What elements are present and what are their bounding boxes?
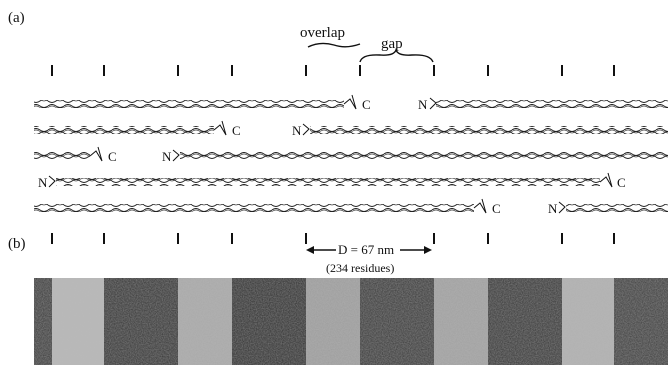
residues-label: (234 residues) — [326, 261, 394, 275]
molecule-row5a — [34, 204, 474, 212]
gap-brace — [359, 47, 434, 63]
c-terminus-label: C — [232, 123, 241, 138]
overlap-label: overlap — [300, 25, 345, 41]
n-terminus-label: N — [548, 201, 558, 216]
period-arrow — [306, 246, 432, 254]
n-end-tip — [302, 123, 310, 136]
molecule-row2b — [310, 126, 668, 134]
n-end-tip — [558, 201, 566, 214]
molecule-row1b — [436, 100, 668, 108]
molecule-row1a — [34, 100, 344, 108]
top-ticks — [51, 65, 615, 76]
c-end-tip — [473, 198, 487, 214]
n-terminus-label: N — [38, 175, 48, 190]
n-terminus-label: N — [162, 149, 172, 164]
molecule-row3b — [180, 152, 668, 160]
n-end-tip — [48, 175, 56, 188]
n-terminus-label: N — [292, 123, 302, 138]
c-terminus-label: C — [492, 201, 501, 216]
n-terminus-label: N — [418, 97, 428, 112]
panel-a-label: (a) — [8, 10, 25, 26]
overlap-brace — [307, 42, 361, 48]
panel-b-label: (b) — [8, 236, 26, 252]
c-end-tip — [343, 94, 357, 110]
period-label: D = 67 nm — [338, 242, 394, 257]
c-terminus-label: C — [108, 149, 117, 164]
c-terminus-label: C — [362, 97, 371, 112]
molecule-row4a — [56, 178, 600, 186]
bottom-ticks — [51, 233, 615, 244]
molecule-row2a — [34, 126, 214, 134]
c-terminus-label: C — [617, 175, 626, 190]
molecule-row3a — [34, 152, 90, 160]
n-end-tip — [172, 149, 180, 162]
n-end-tip — [429, 97, 437, 110]
electron-micrograph — [34, 278, 668, 365]
gap-label: gap — [381, 36, 403, 52]
c-end-tip — [599, 172, 613, 188]
molecule-row5b — [566, 204, 668, 212]
c-end-tip — [89, 146, 103, 162]
c-end-tip — [213, 120, 227, 136]
